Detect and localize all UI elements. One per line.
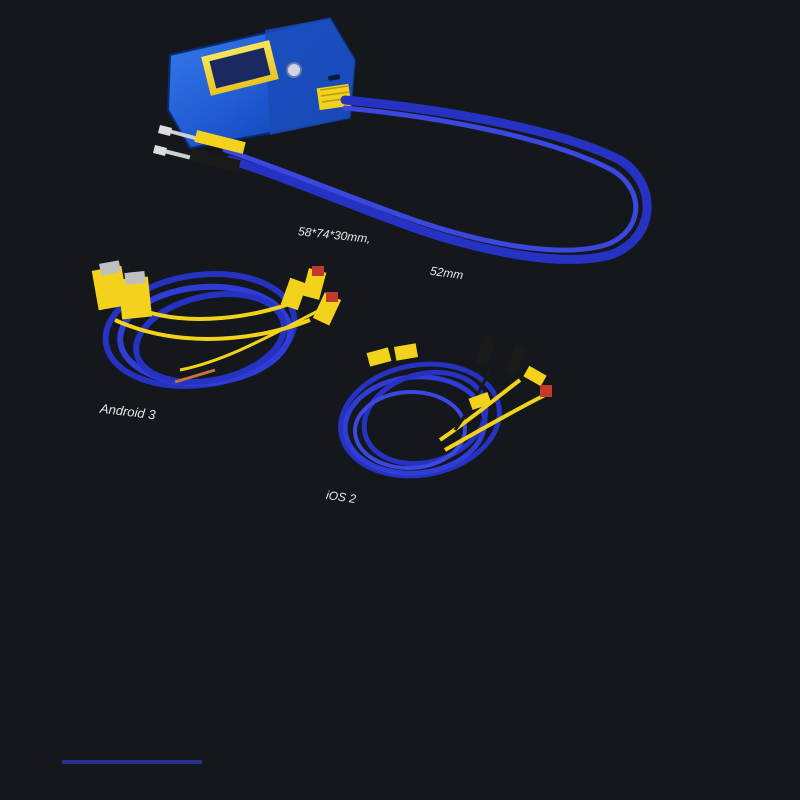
usb-port — [328, 74, 341, 81]
device-knob — [286, 62, 302, 78]
ios-cable-bundle — [338, 361, 546, 479]
power-supply-device — [166, 16, 357, 150]
decorative-strip — [62, 760, 202, 764]
probe-leads — [153, 125, 246, 172]
ios-connectors — [366, 333, 552, 411]
android-usb-connectors — [91, 260, 342, 326]
output-lead-cables — [222, 95, 652, 264]
